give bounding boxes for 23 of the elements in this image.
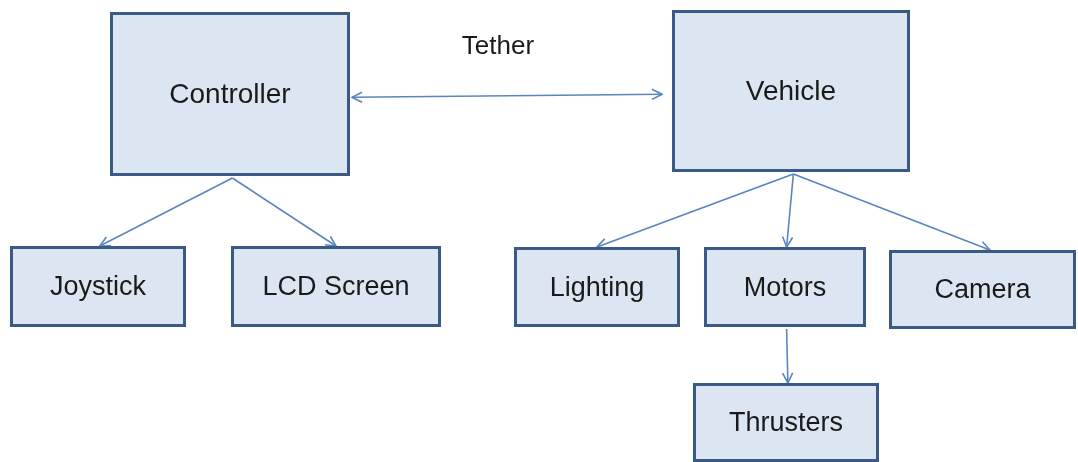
box-label: Vehicle [745,75,837,107]
component-box [231,246,441,327]
arrow [231,177,337,247]
arrow [98,177,234,247]
box-label: LCD Screen [262,271,410,302]
arrow [781,173,795,248]
arrow [351,88,663,103]
arrow [781,328,794,384]
arrow [596,173,795,249]
box-label: Motors [743,271,827,303]
component-box [704,247,866,327]
box-label: Thrusters [729,407,843,438]
box-label: Controller [169,78,291,110]
box-label: Lighting [549,271,645,303]
component-box [693,383,879,462]
component-box [514,247,680,327]
component-box [672,10,910,172]
arrow [792,173,991,252]
component-box [10,246,186,327]
box-label: Camera [934,274,1031,305]
component-box [110,12,350,176]
box-label: Joystick [50,271,146,302]
component-box [889,250,1076,329]
